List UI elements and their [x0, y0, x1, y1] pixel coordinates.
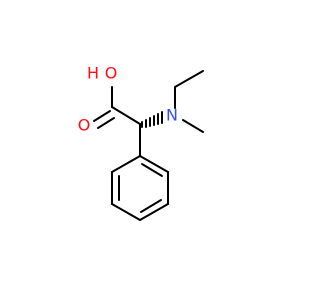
bond-n-methyl: [182, 119, 204, 133]
amine-n-label: N: [166, 106, 178, 125]
bond-ethyl-ch3: [174, 70, 204, 88]
bond-carboxyl-alpha: [111, 106, 141, 125]
stereo-hash-bond: [141, 111, 163, 128]
molecule-diagram: H O O N: [0, 0, 300, 300]
benzene-ring: [111, 155, 169, 221]
bond-carbonyl-c-o-2: [97, 117, 115, 129]
bond-carbonyl-c-o-1: [93, 110, 111, 122]
hydroxyl-o-label: O: [105, 64, 118, 83]
carbonyl-o-label: O: [78, 116, 91, 135]
hydroxyl-h-label: H: [87, 64, 99, 83]
canvas-background: [0, 0, 300, 300]
